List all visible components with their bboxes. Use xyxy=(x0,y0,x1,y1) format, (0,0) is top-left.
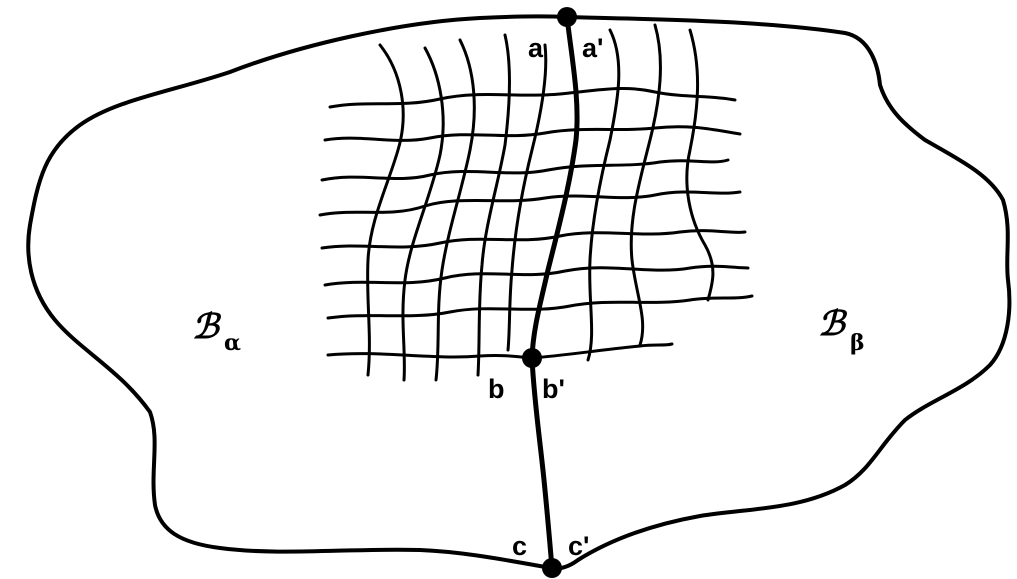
region-beta-symbol: ℬ xyxy=(818,304,848,344)
mesh-line xyxy=(325,266,748,285)
region-alpha-symbol: ℬ xyxy=(192,307,222,347)
label-a-prime: a' xyxy=(582,33,603,63)
mesh-vertical-lines xyxy=(368,25,713,380)
label-c-prime: c' xyxy=(568,531,589,561)
region-label-alpha: ℬ α xyxy=(192,307,241,356)
node-middle xyxy=(522,348,542,368)
node-top xyxy=(557,7,577,27)
node-bottom xyxy=(542,558,562,578)
mesh-line xyxy=(325,127,740,141)
label-b: b xyxy=(488,374,505,404)
mesh-line xyxy=(328,344,672,358)
mesh-line xyxy=(368,45,404,375)
mesh-line xyxy=(687,30,713,300)
interface-line xyxy=(532,17,577,568)
region-label-beta: ℬ β xyxy=(818,304,865,356)
mesh-line xyxy=(631,25,660,345)
mesh-line xyxy=(478,35,510,375)
label-a: a xyxy=(528,33,544,63)
mesh-line xyxy=(436,40,474,380)
region-beta-subscript: β xyxy=(850,330,865,356)
label-b-prime: b' xyxy=(542,374,565,404)
label-c: c xyxy=(512,531,527,561)
mesh-line xyxy=(330,88,735,107)
mesh-line xyxy=(322,231,745,248)
body-outline xyxy=(28,16,1009,568)
region-alpha-subscript: α xyxy=(224,330,241,356)
